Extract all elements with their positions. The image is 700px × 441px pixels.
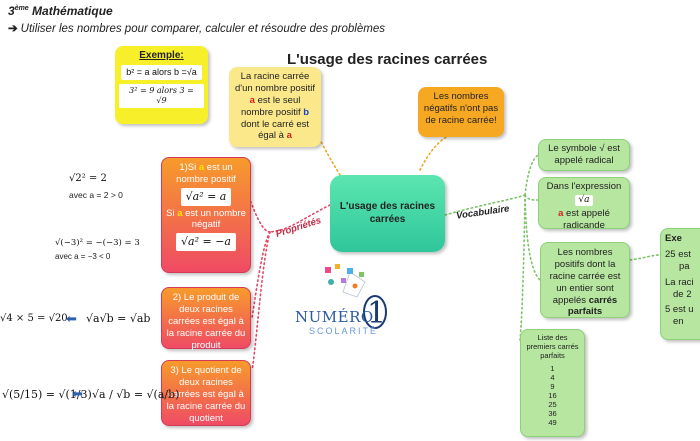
list-item: 36	[548, 409, 557, 418]
logo-graphic	[325, 264, 387, 329]
vocab-radicand-a: a	[558, 208, 564, 220]
negatives-node: Les nombres négatifs n'ont pas de racine…	[418, 87, 504, 137]
vocab-radicand-node: Dans l'expression √a a est appelé radicand…	[538, 177, 630, 231]
vocab-example-line: pa	[679, 260, 690, 272]
definition-a-2: a	[286, 130, 292, 142]
quotient-rule: √a / √b = √(a/b)	[92, 388, 180, 401]
property-3-node: 3) Le quotient de deux racines carrées e…	[161, 360, 251, 426]
property-1-formula-negative: √a² = −a	[176, 233, 236, 251]
example-quotient-formula: √(5/15) = √(1/3)	[2, 388, 92, 401]
list-item: 4	[550, 373, 555, 382]
vocab-example-node: Exe 25 est pa La raci de 2 5 est u en	[660, 228, 700, 340]
vocab-perfect-squares-text: Les nombres positifs dont la racine carr…	[549, 247, 621, 306]
list-item: 49	[548, 418, 557, 427]
vocab-example-line: en	[673, 316, 684, 328]
list-item: 1	[550, 364, 555, 373]
list-item: 9	[550, 382, 555, 391]
vocab-perfect-squares-bold: carrés parfaits	[567, 294, 618, 318]
property-1-node: 1)Si a est un nombre positif √a² = a Si …	[161, 157, 251, 273]
vocab-example-line: La raci	[665, 276, 694, 288]
example-negative-formula: √(−3)² = −(−3) = 3	[55, 238, 140, 248]
map-title: L'usage des racines carrées	[287, 51, 488, 68]
perfect-squares-list: 1 4 9 16 25 36 49	[524, 364, 581, 427]
example-positive-condition: avec a = 2 > 0	[69, 190, 123, 200]
example-positive-formula: √2² = 2	[69, 173, 107, 184]
perfect-squares-list-title: Liste des premiers carrés parfaits	[526, 333, 579, 360]
arrow-left-icon: ⬅	[72, 386, 83, 401]
example-line-1: b² = a alors b =√a	[121, 64, 202, 80]
logo-subtext: SCOLARITÉ	[309, 326, 379, 336]
example-node: Exemple: b² = a alors b =√a 3² = 9 alors…	[115, 46, 208, 124]
definition-a: a	[249, 94, 255, 106]
vocab-example-title: Exe	[665, 233, 682, 244]
vocab-example-line: 25 est	[665, 248, 691, 260]
definition-text-3: dont le carré est égal à	[240, 118, 310, 142]
logo-text: NUMÉRO	[295, 308, 374, 326]
center-node: L'usage des racines carrées	[330, 175, 445, 252]
property-2-node: 2) Le produit de deux racines carrées es…	[161, 287, 251, 351]
level-heading: 3ème Mathématique	[8, 4, 113, 18]
vocab-radicand-text: Dans l'expression	[546, 181, 622, 192]
product-rule: √a√b = √ab	[86, 312, 151, 325]
definition-text: La racine carrée d'un nombre positif	[235, 71, 315, 94]
arrow-right-icon: ➔	[8, 23, 18, 35]
property-1-negative: Si a est un nombre négatif	[166, 207, 246, 231]
logo: NUMÉRO 1 SCOLARITÉ	[295, 262, 405, 342]
example-product-formula: √4 × 5 = √20	[0, 313, 68, 324]
perfect-squares-list-node: Liste des premiers carrés parfaits 1 4 9…	[520, 329, 585, 437]
example-title: Exemple:	[139, 50, 184, 61]
example-negative-condition: avec a = −3 < 0	[55, 252, 111, 261]
vocab-radicand-text-2: est appelé radicande	[563, 208, 610, 231]
vocab-radicand-box: √a	[575, 194, 593, 207]
arrow-left-icon: ⬅	[66, 311, 77, 326]
vocab-perfect-squares-node: Les nombres positifs dont la racine carr…	[540, 242, 630, 318]
example-line-2: 3² = 9 alors 3 = √9	[119, 83, 204, 108]
vocab-radical-node: Le symbole √ est appelé radical	[538, 139, 630, 171]
subtitle: ➔Utiliser les nombres pour comparer, cal…	[8, 23, 385, 35]
list-item: 25	[548, 400, 557, 409]
definition-text-2: est le seul nombre positif	[240, 94, 304, 118]
logo-number: 1	[367, 296, 387, 331]
list-item: 16	[548, 391, 557, 400]
definition-b: b	[303, 106, 310, 118]
property-1-formula-positive: √a² = a	[180, 187, 232, 206]
vocab-example-line: 5 est u	[665, 304, 694, 316]
definition-node: La racine carrée d'un nombre positif a e…	[229, 67, 321, 147]
property-1-positive: 1)Si a est un nombre positif	[176, 162, 236, 185]
vocab-example-line: de 2	[673, 288, 692, 300]
